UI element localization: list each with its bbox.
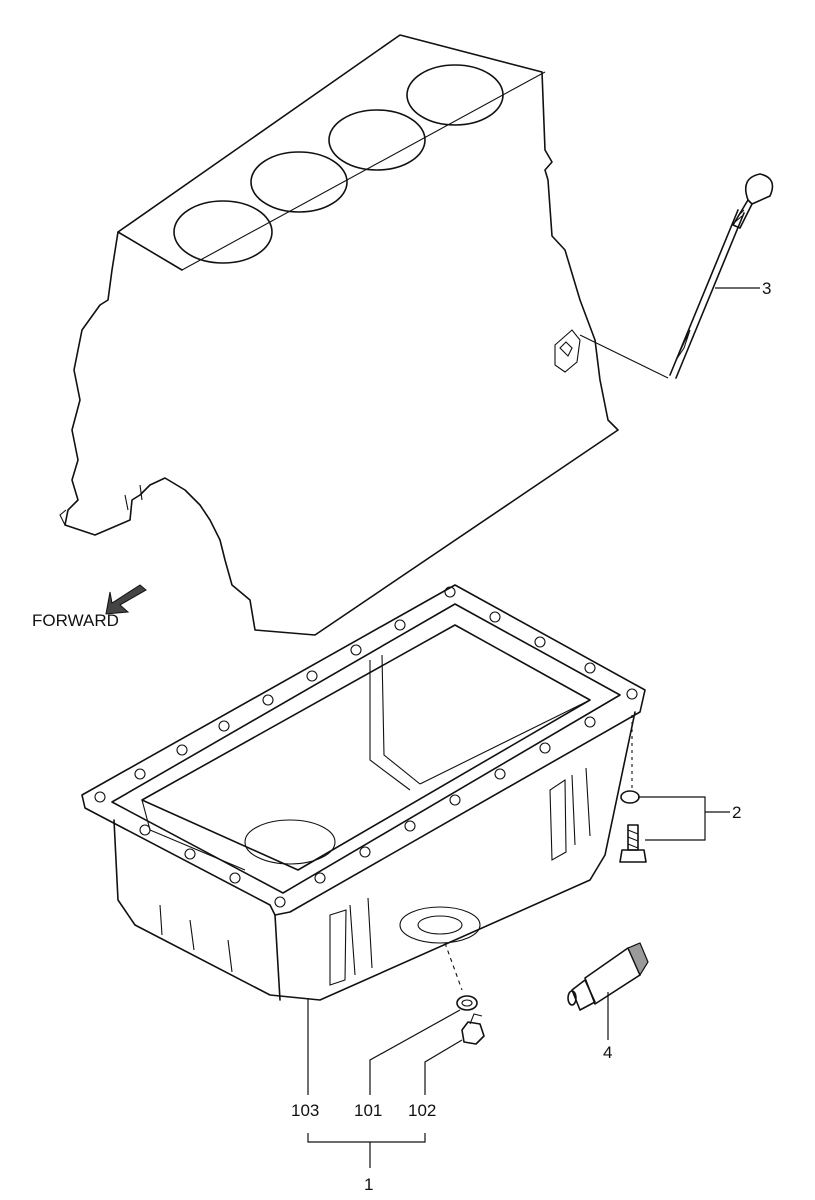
washer-and-bolt: [619, 715, 647, 863]
drain-gasket: [456, 995, 478, 1011]
sealant-tube: [567, 942, 649, 1011]
forward-label: FORWARD: [32, 611, 119, 630]
callout-103: 103: [291, 1101, 319, 1120]
dipstick-guide-line: [579, 334, 669, 379]
oil-pan: [81, 584, 646, 1001]
assembly-bracket: [307, 1133, 426, 1168]
washer-bolt-leader: [638, 796, 730, 841]
callout-102: 102: [408, 1101, 436, 1120]
forward-arrow-icon: [105, 584, 147, 615]
drain-gasket-leader: [369, 1009, 461, 1095]
drain-plug-leader: [424, 1039, 463, 1095]
callout-4: 4: [603, 1043, 612, 1062]
engine-block: [59, 34, 619, 636]
callout-2: 2: [732, 803, 741, 822]
callout-3: 3: [762, 279, 771, 298]
callout-101: 101: [354, 1101, 382, 1120]
dipstick: [669, 173, 774, 379]
callout-1: 1: [364, 1175, 373, 1194]
drain-plug: [461, 1013, 485, 1045]
